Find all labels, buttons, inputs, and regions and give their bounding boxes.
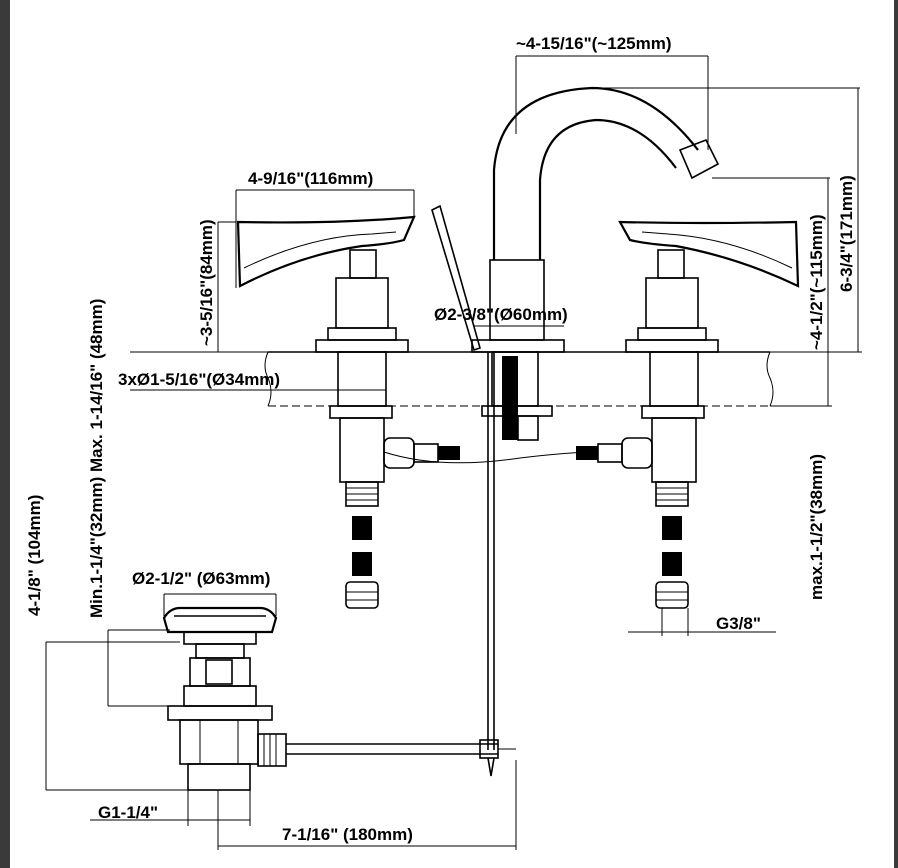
hole-diameter-label: 3xØ1-5/16"(Ø34mm) [118, 370, 280, 389]
countertop [264, 351, 774, 407]
drain-cap-diameter-label: Ø2-1/2" (Ø63mm) [132, 569, 270, 588]
spout-height-label: ~4-1/2"(~115mm) [807, 214, 826, 350]
window-right-border [894, 0, 898, 868]
left-valve [236, 215, 460, 609]
spout-reach-label: ~4-15/16"(~125mm) [516, 34, 672, 53]
overall-height-label: 6-3/4"(171mm) [837, 175, 856, 292]
drain [162, 606, 499, 791]
drain-range-label: Min.1-1/4"(32mm) Max. 1-14/16" (48mm) [87, 299, 106, 618]
window-left-border [0, 0, 10, 868]
handle-length-label: 4-9/16"(116mm) [248, 169, 373, 188]
dimension-lines [45, 55, 862, 850]
drain-thread-label: G1-1/4" [98, 803, 158, 822]
right-valve [576, 220, 800, 609]
supply-thread-label: G3/8" [716, 614, 761, 633]
drain-height-label: 4-1/8" (104mm) [25, 495, 44, 616]
handle-height-label: ~3-5/16"(84mm) [197, 219, 216, 346]
deck-thickness-label: max.1-1/2"(38mm) [807, 454, 826, 600]
spout-base-diameter-label: Ø2-3/8"(Ø60mm) [434, 305, 568, 324]
rod-length-label: 7-1/16" (180mm) [282, 825, 413, 844]
spout [383, 86, 720, 750]
